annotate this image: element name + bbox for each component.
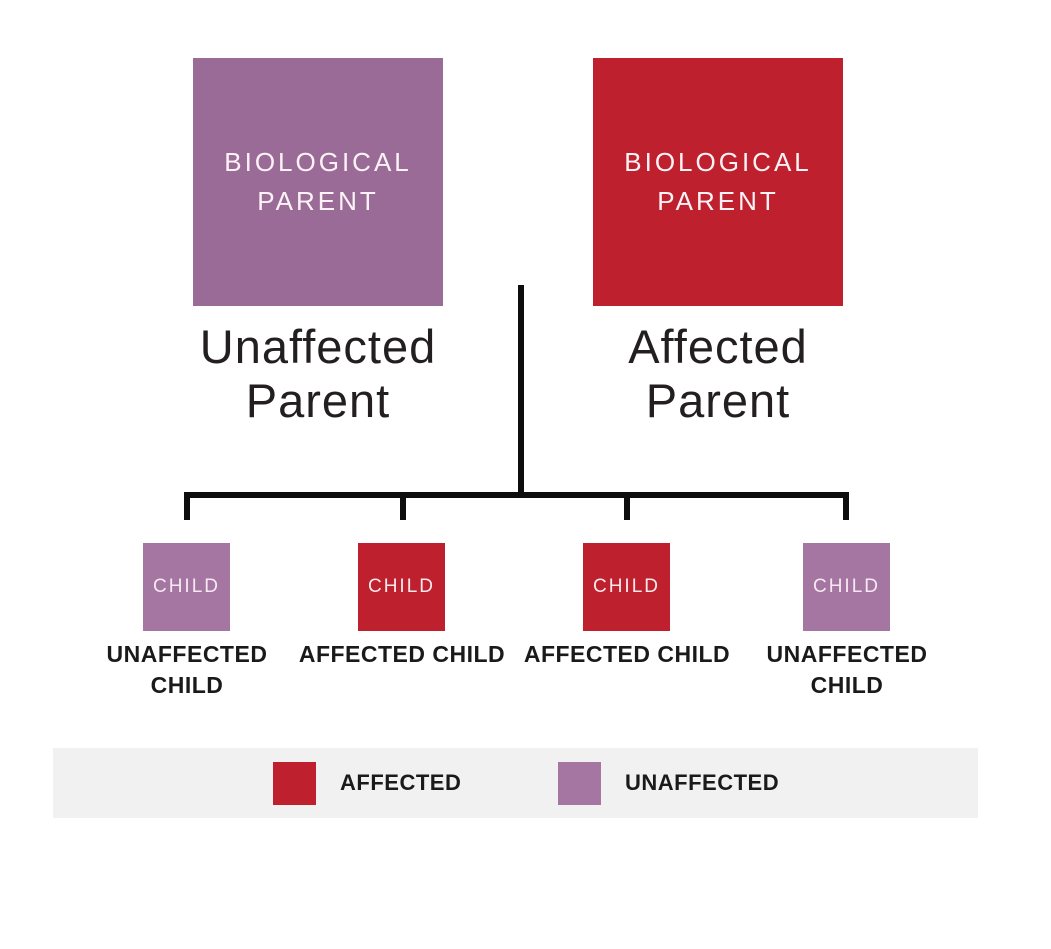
unaffected-color-swatch: [558, 761, 601, 805]
child-2-caption: AFFECTED CHILD: [298, 641, 506, 667]
child-4-connector-line: [843, 492, 849, 520]
child-1-caption: UNAFFECTED CHILD: [106, 641, 268, 698]
child-box-label: CHILD: [367, 576, 435, 597]
parent-box-label: BIOLOGICAL PARENT: [624, 147, 812, 216]
child-box-label: CHILD: [152, 576, 220, 597]
child-1-connector-line: [184, 492, 190, 520]
legend-item-unaffected: UNAFFECTED: [558, 748, 779, 818]
legend-label-affected: AFFECTED: [340, 770, 462, 795]
legend-label-unaffected: UNAFFECTED: [625, 770, 780, 795]
sibling-connector-line: [184, 492, 848, 498]
child-3-connector-line: [624, 492, 630, 520]
child-3-caption: AFFECTED CHILD: [523, 641, 731, 667]
unaffected-parent-caption: Unaffected Parent: [199, 320, 437, 427]
parent-box-label: BIOLOGICAL PARENT: [224, 147, 412, 216]
child-2-connector-line: [400, 492, 406, 520]
affected-parent-box: BIOLOGICAL PARENT: [593, 58, 843, 306]
trunk-connector-line: [518, 285, 524, 495]
unaffected-parent-box: BIOLOGICAL PARENT: [193, 58, 443, 306]
child-box-label: CHILD: [812, 576, 880, 597]
affected-color-swatch: [273, 761, 316, 805]
child-3-box: CHILD: [583, 543, 670, 631]
affected-parent-caption: Affected Parent: [628, 320, 808, 427]
child-1-box: CHILD: [143, 543, 230, 631]
child-2-box: CHILD: [358, 543, 445, 631]
legend-item-affected: AFFECTED: [273, 748, 461, 818]
legend: AFFECTED UNAFFECTED: [53, 748, 978, 818]
child-4-caption: UNAFFECTED CHILD: [766, 641, 928, 698]
child-4-box: CHILD: [803, 543, 890, 631]
child-box-label: CHILD: [592, 576, 660, 597]
